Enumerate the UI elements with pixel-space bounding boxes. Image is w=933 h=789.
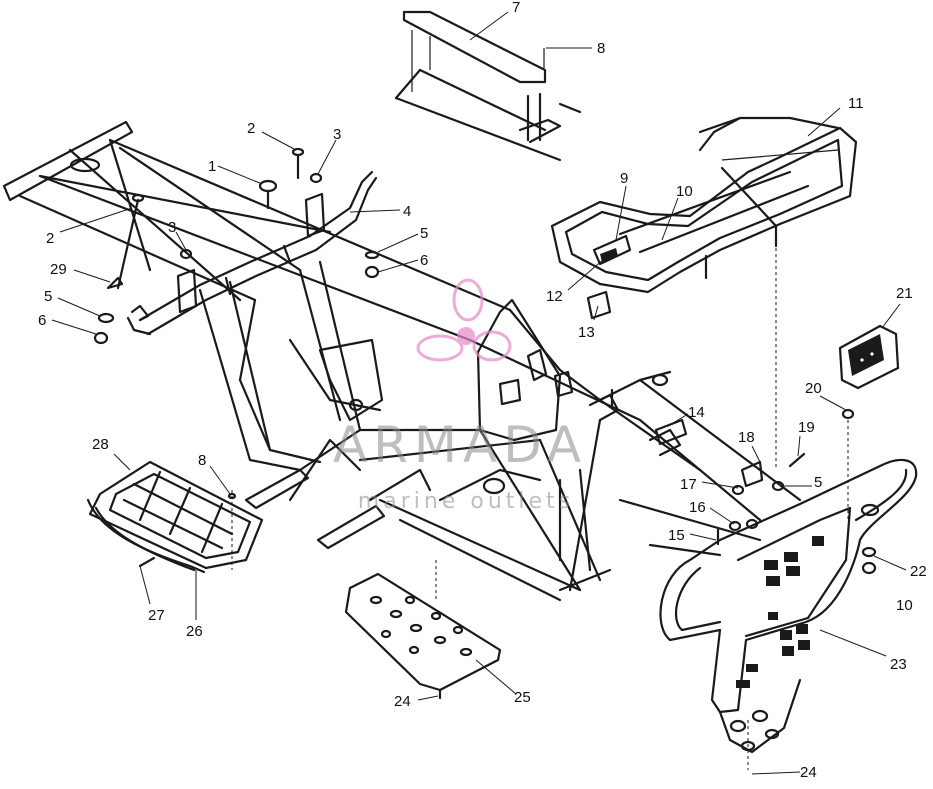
callout-label: 22: [910, 563, 927, 580]
callout-label: 2: [46, 230, 54, 247]
callout-label: 2: [247, 120, 255, 137]
callout-label: 24: [394, 693, 411, 710]
armada-watermark: ARMADA marine outlets: [333, 278, 587, 514]
callout-label: 27: [148, 607, 165, 624]
callout-label: 16: [689, 499, 706, 516]
callout-label: 6: [38, 312, 46, 329]
callout-label: 24: [800, 764, 817, 781]
callout-label: 5: [814, 474, 822, 491]
callout-label: 10: [896, 597, 913, 614]
callout-label: 5: [44, 288, 52, 305]
rear-bumper-23: [659, 458, 918, 754]
callout-label: 8: [198, 452, 206, 469]
footrest-28: [86, 460, 264, 574]
propeller-logo-icon: [416, 278, 512, 362]
taillight-21: [838, 324, 900, 420]
callout-label: 14: [688, 404, 705, 421]
callout-label: 25: [514, 689, 531, 706]
skid-plate-25: [344, 572, 502, 700]
callout-label: 19: [798, 419, 815, 436]
callout-label: 12: [546, 288, 563, 305]
watermark-brand: ARMADA: [333, 416, 587, 474]
callout-label: 10: [676, 183, 693, 200]
callout-label: 28: [92, 436, 109, 453]
callout-label: 6: [420, 252, 428, 269]
callout-label: 7: [512, 0, 520, 16]
callout-label: 29: [50, 261, 67, 278]
callout-label: 9: [620, 170, 628, 187]
watermark-sub: marine outlets: [358, 489, 574, 514]
callout-label: 13: [578, 324, 595, 341]
callout-label: 17: [680, 476, 697, 493]
callout-label: 15: [668, 527, 685, 544]
callout-label: 3: [168, 219, 176, 236]
callout-label: 3: [333, 126, 341, 143]
callout-label: 11: [848, 95, 864, 112]
callout-label: 21: [896, 285, 913, 302]
callout-label: 26: [186, 623, 203, 640]
callout-label: 20: [805, 380, 822, 397]
callout-label: 23: [890, 656, 907, 673]
inset-bracket-7: [394, 10, 582, 162]
callout-label: 1: [208, 158, 216, 175]
callout-label: 4: [403, 203, 411, 220]
callout-label: 5: [420, 225, 428, 242]
callout-labels: 1 2 3 4 5 6 7 8 9 10 11 12 13 2 3 29 5 6…: [38, 0, 927, 781]
leader-lines: [51, 11, 907, 775]
callout-label: 18: [738, 429, 755, 446]
rear-rack-11: [550, 116, 858, 320]
handlebar-mount-4: [126, 170, 378, 336]
callout-label: 8: [597, 40, 605, 57]
